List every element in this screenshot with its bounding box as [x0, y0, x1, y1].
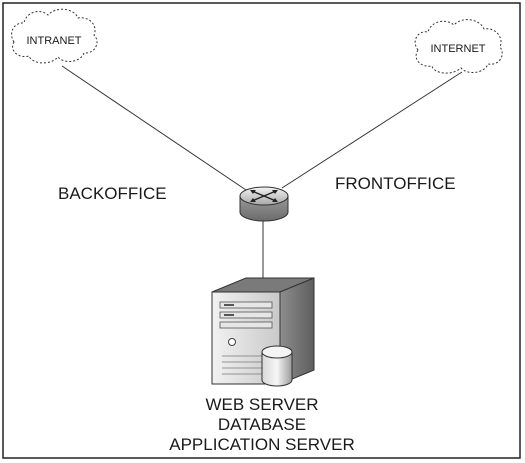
internet-label: INTERNET: [431, 43, 486, 55]
server-label-database: DATABASE: [218, 415, 306, 434]
link-intranet-router: [61, 65, 247, 191]
server-tower-icon: [211, 277, 315, 385]
backoffice-label: BACKOFFICE: [58, 184, 167, 203]
diagram-frame: [2, 2, 521, 459]
server-label-web-server: WEB SERVER: [205, 395, 318, 414]
router-icon: [239, 186, 289, 222]
intranet-label: INTRANET: [27, 35, 82, 47]
intranet-cloud-icon: [11, 8, 98, 64]
internet-cloud-icon: [414, 19, 503, 74]
server-label-application-server: APPLICATION SERVER: [169, 435, 354, 454]
database-icon: [261, 345, 293, 387]
link-internet-router: [281, 71, 463, 189]
frontoffice-label: FRONTOFFICE: [335, 174, 456, 193]
